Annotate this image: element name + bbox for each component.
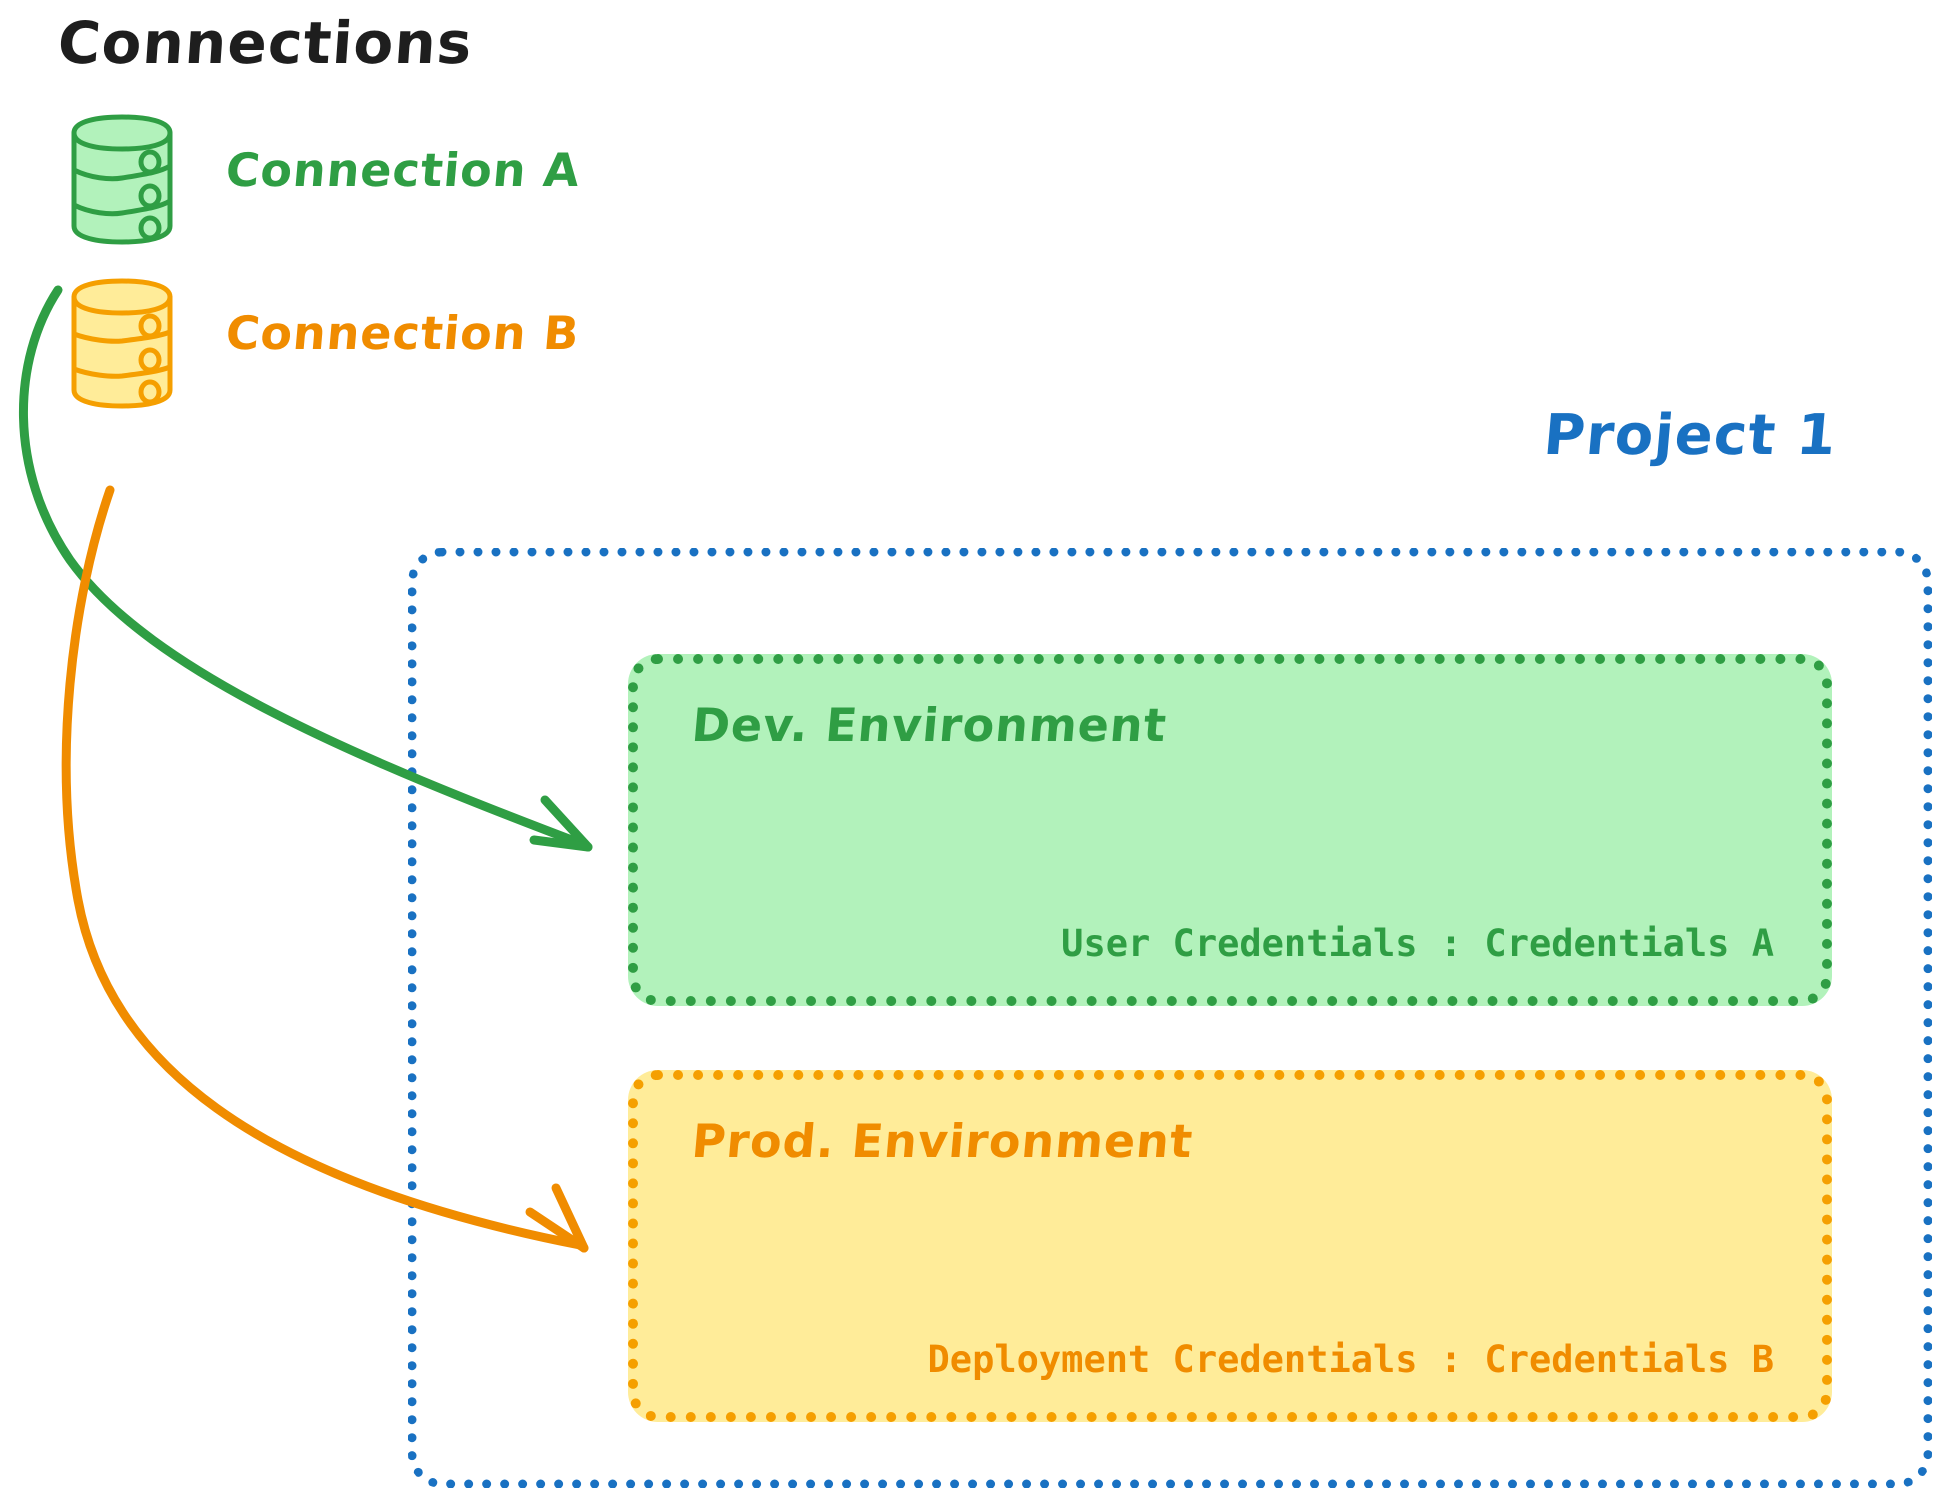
- dev-environment-card[interactable]: Dev. Environment User Credentials : Cred…: [628, 654, 1832, 1006]
- dev-environment-credentials: User Credentials : Credentials A: [1061, 922, 1774, 965]
- dev-environment-title: Dev. Environment: [689, 698, 1170, 752]
- prod-environment-title: Prod. Environment: [689, 1114, 1196, 1168]
- connection-a-label: Connection A: [223, 143, 583, 197]
- prod-environment-card[interactable]: Prod. Environment Deployment Credentials…: [628, 1070, 1832, 1422]
- database-cylinder-icon: [60, 108, 190, 252]
- page-title: Connections: [55, 9, 476, 77]
- prod-environment-credentials: Deployment Credentials : Credentials B: [927, 1338, 1774, 1381]
- database-cylinder-icon: [60, 272, 190, 416]
- project-label: Project 1: [1541, 403, 1840, 468]
- connection-b-label: Connection B: [223, 306, 582, 360]
